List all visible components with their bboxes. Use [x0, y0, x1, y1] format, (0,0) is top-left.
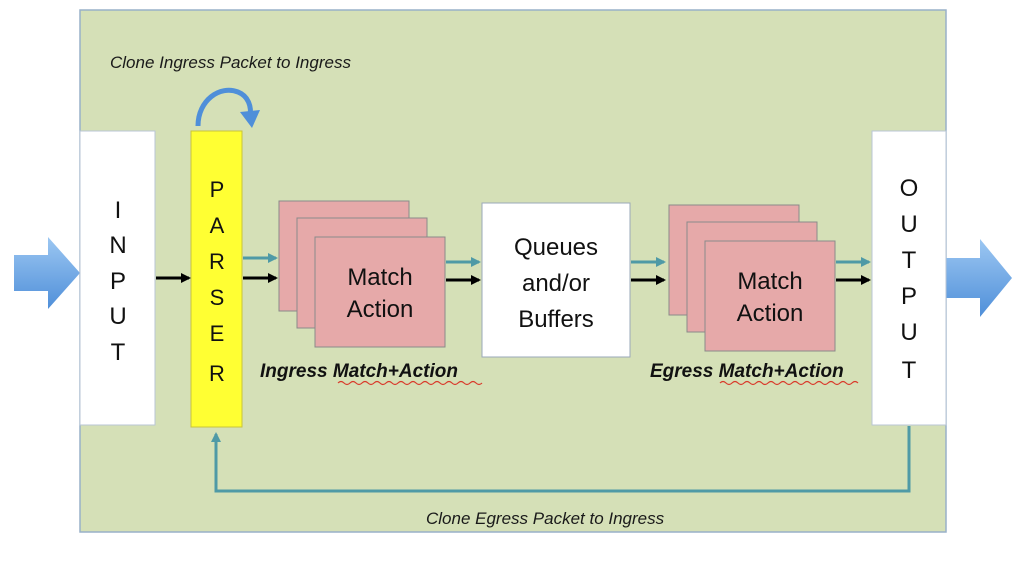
output-block-arrow-icon: [946, 239, 1012, 317]
ingress-stage-front: [314, 236, 446, 348]
output-box: [871, 130, 947, 426]
ingress-caption: Ingress Match+Action: [260, 361, 458, 382]
input-box: [79, 130, 156, 426]
input-letter: U: [109, 303, 126, 330]
parser-letter: S: [210, 285, 225, 310]
output-letter: T: [902, 357, 917, 384]
queues-buffers-label: Queues and/or Buffers: [514, 234, 598, 333]
queues-line1: Queues: [514, 234, 598, 261]
egress-match-label: Match: [737, 268, 802, 295]
input-letter: I: [115, 197, 122, 224]
output-label: O U T P U T: [900, 175, 919, 384]
parser-letter: P: [210, 177, 225, 202]
queues-line2: and/or: [522, 270, 590, 297]
parser-letter: R: [209, 249, 225, 274]
input-letter: P: [110, 268, 126, 295]
output-letter: P: [901, 283, 917, 310]
input-label: I N P U T: [109, 197, 126, 366]
egress-caption: Egress Match+Action: [650, 361, 844, 382]
output-letter: O: [900, 175, 919, 202]
parser-letter: E: [210, 321, 225, 346]
parser-label: P A R S E R: [209, 177, 225, 386]
parser-box: [190, 130, 243, 428]
clone-egress-label: Clone Egress Packet to Ingress: [426, 509, 665, 528]
clone-ingress-label: Clone Ingress Packet to Ingress: [110, 53, 351, 72]
queues-buffers-box: [481, 202, 631, 358]
input-block-arrow-icon: [14, 237, 80, 309]
parser-letter: A: [210, 213, 225, 238]
egress-stage-front: [704, 240, 836, 352]
input-letter: N: [109, 232, 126, 259]
queues-line3: Buffers: [518, 306, 594, 333]
parser-letter: R: [209, 361, 225, 386]
egress-match-action-stack: Match Action: [668, 204, 836, 352]
recirculate-arrow-icon: [195, 87, 260, 128]
input-letter: T: [111, 339, 126, 366]
output-letter: U: [900, 211, 917, 238]
egress-action-label: Action: [737, 300, 804, 327]
output-letter: T: [902, 247, 917, 274]
output-letter: U: [900, 319, 917, 346]
ingress-caption-wavy-underline: [337, 380, 483, 386]
egress-caption-wavy-underline: [719, 380, 859, 386]
clone-egress-loop-arrow: [211, 426, 911, 493]
ingress-match-action-stack: Match Action: [278, 200, 446, 348]
ingress-match-label: Match: [347, 264, 412, 291]
ingress-action-label: Action: [347, 296, 414, 323]
